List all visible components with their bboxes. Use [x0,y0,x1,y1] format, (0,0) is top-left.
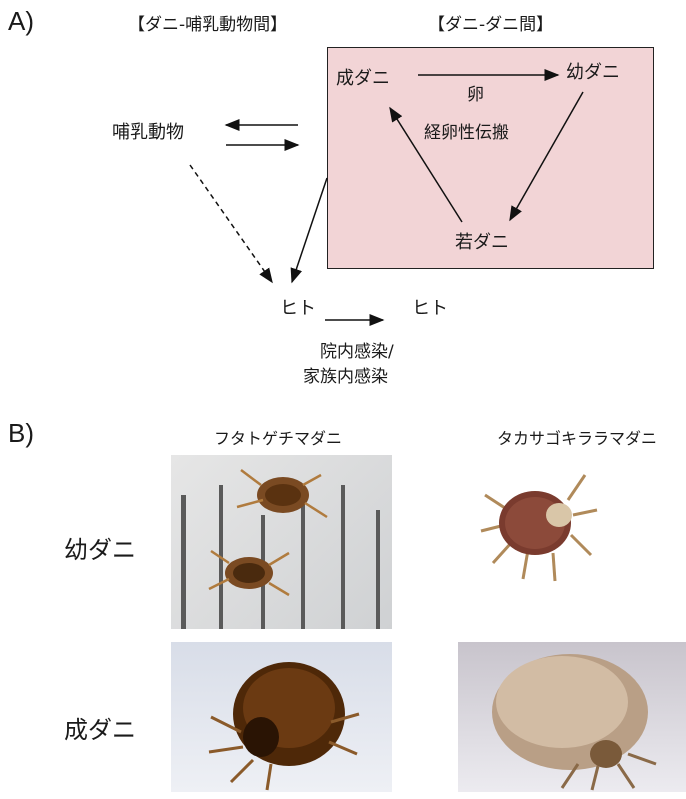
photo-adult-haemaphysalis [171,642,392,792]
tick-photo-illustration [171,455,392,629]
arrow-larva-to-nymph [510,92,583,220]
photo-adult-amblyomma [458,642,686,792]
row-label-larva: 幼ダニ [64,530,136,565]
arrow-nymph-to-adult [390,108,462,222]
row-label-adult: 成ダニ [64,710,136,745]
tick-photo-illustration [458,642,686,792]
species-left-title: フタトゲチマダニ [214,425,342,449]
photo-larva-amblyomma [473,455,603,585]
arrow-tick-to-human [292,178,327,282]
tick-photo-illustration [171,642,392,792]
cycle-arrows [0,0,686,400]
species-right-title: タカサゴキララマダニ [497,425,657,449]
photo-larva-haemaphysalis [171,455,392,629]
tick-photo-illustration [473,455,603,585]
panel-b-label: B) [8,418,34,449]
arrow-mammal-to-human [190,165,272,282]
